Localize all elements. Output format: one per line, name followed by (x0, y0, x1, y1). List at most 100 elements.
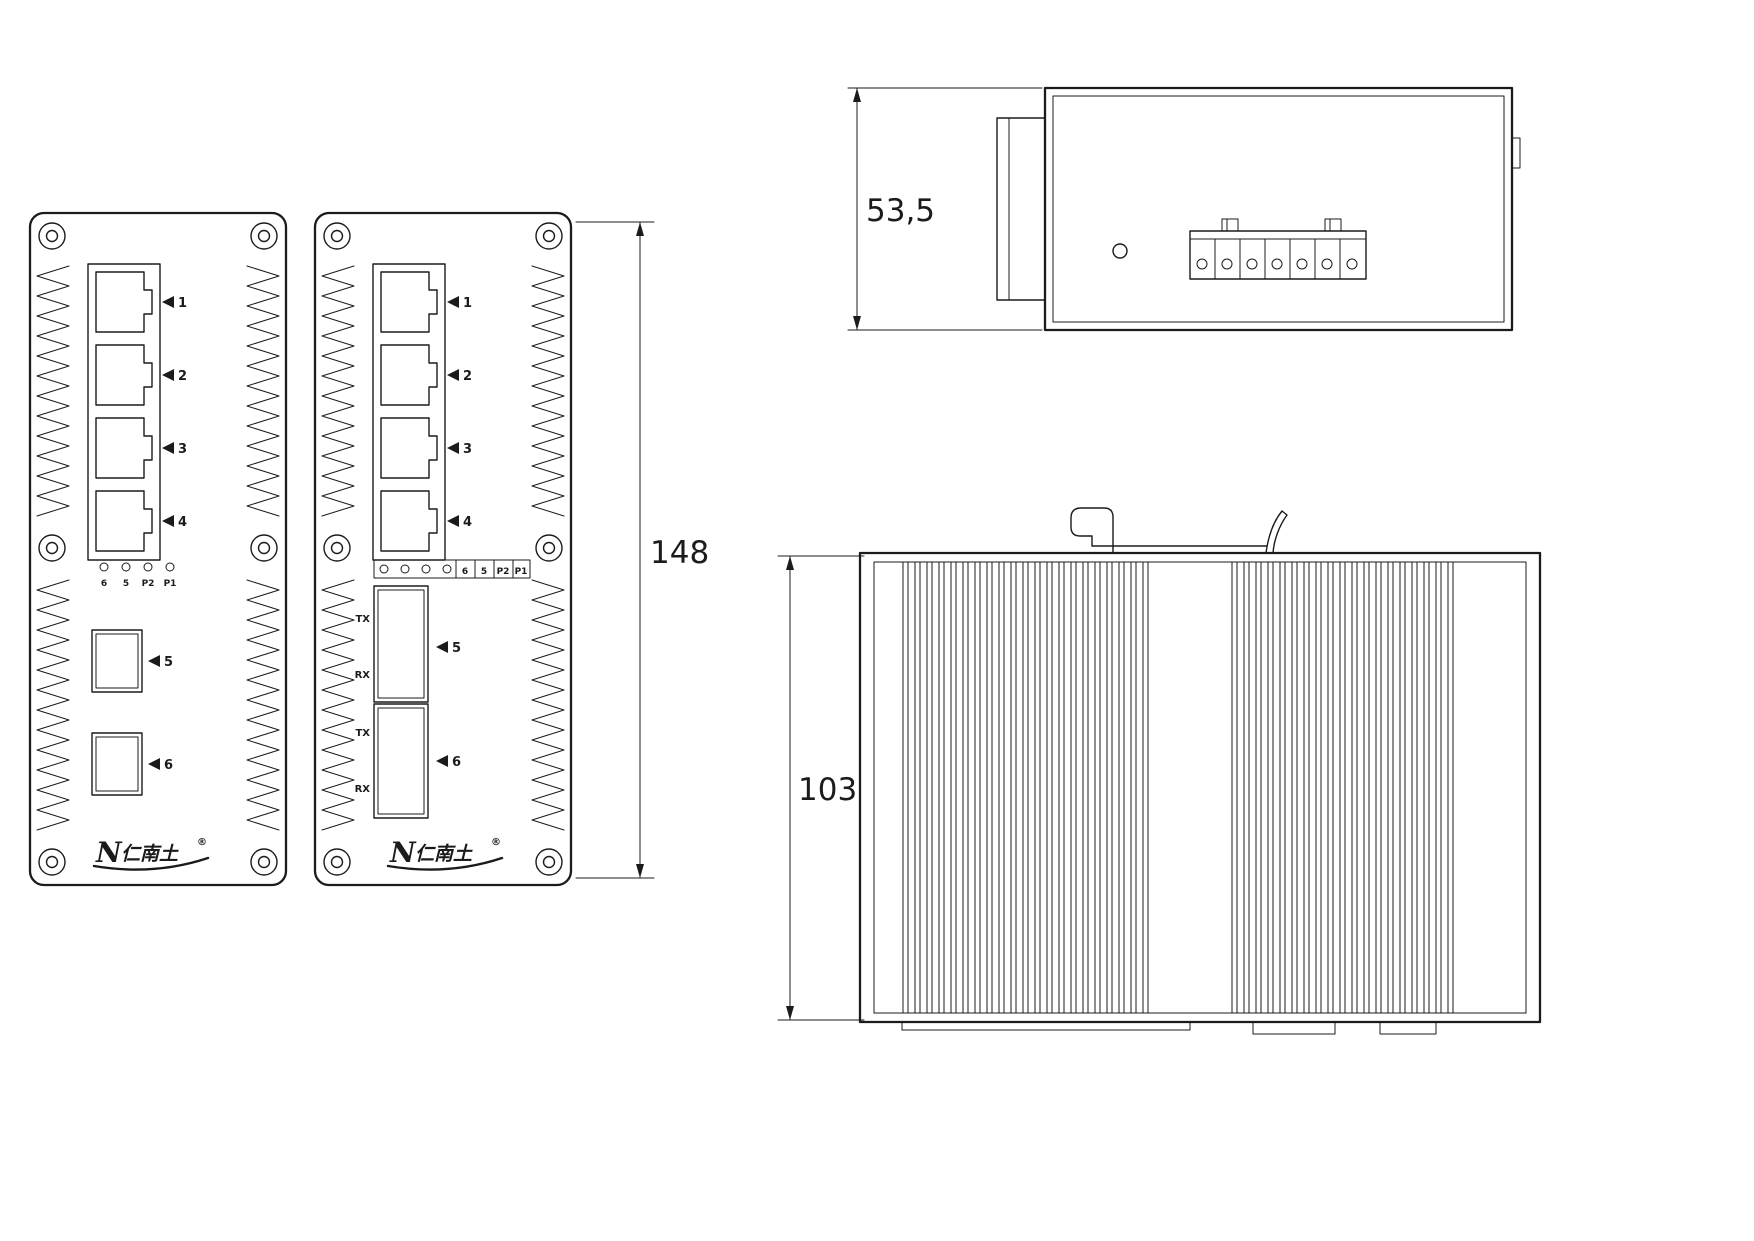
rj45-port (380, 417, 438, 479)
din-clip-hook (1070, 507, 1267, 554)
port-arrow-icon (447, 442, 459, 454)
port-arrow-icon (148, 655, 160, 667)
top-view-body (1043, 86, 1514, 332)
rj45-port (95, 417, 153, 479)
heatsink-fins (36, 265, 280, 831)
rj45-ports (380, 271, 438, 552)
port-arrow-icon (162, 296, 174, 308)
port-label: 5 (164, 655, 173, 670)
port-label: 4 (178, 515, 187, 530)
arrowhead-icon (636, 864, 644, 878)
led-label: 5 (481, 567, 487, 577)
led-label: P2 (142, 579, 155, 589)
logo-text: 仁南土 (415, 843, 473, 865)
port-label: 5 (452, 641, 461, 656)
foot (901, 1021, 1191, 1031)
led-label: P1 (164, 579, 177, 589)
foot (1379, 1021, 1437, 1035)
rj45-port (380, 344, 438, 406)
terminal-block-outline (1189, 230, 1367, 280)
led-strip-outline (373, 559, 531, 579)
din-rail-clip (1070, 507, 1288, 554)
port-label: 3 (178, 442, 187, 457)
port-label: 4 (463, 515, 472, 530)
led-indicator (400, 564, 410, 574)
rj45-port (380, 490, 438, 552)
terminal-tab (1221, 218, 1239, 232)
dimension-value: 148 (650, 535, 709, 571)
led-hole (1112, 243, 1128, 259)
port-label: 1 (463, 296, 472, 311)
arrowhead-icon (636, 222, 644, 236)
port-arrow-icon (436, 755, 448, 767)
fiber-port-inner (377, 589, 425, 699)
port-arrow-icon (447, 296, 459, 308)
sfp-port (91, 629, 143, 693)
tx-label: TX (355, 614, 370, 625)
dimension-value: 103 (798, 772, 857, 808)
brand-logo: N 仁南土 ® (386, 836, 504, 871)
arrowhead-icon (853, 88, 861, 102)
fiber-port-inner (377, 707, 425, 815)
led-indicator (165, 562, 175, 572)
tx-label: TX (355, 728, 370, 739)
side-view-body (858, 551, 1542, 1024)
panel-outline (28, 211, 288, 887)
led-label: 5 (123, 579, 129, 589)
din-clip-latch (1265, 510, 1288, 554)
fiber-port (373, 585, 429, 703)
rx-label: RX (355, 784, 371, 795)
side-view: 103 (777, 507, 1542, 1035)
port-arrow-icon (148, 758, 160, 770)
rj45-ports (95, 271, 153, 552)
led-indicator (121, 562, 131, 572)
top-view-body-inner (1052, 95, 1505, 323)
terminal-block (1189, 218, 1367, 280)
port-arrow-icon (162, 515, 174, 527)
brand-logo: N 仁南土 ® (92, 836, 210, 871)
sfp-port (91, 732, 143, 796)
port-arrow-icon (162, 442, 174, 454)
dimension-value: 53,5 (866, 193, 935, 229)
rj45-port-labels: 1 2 3 4 (162, 296, 187, 530)
logo-text: 仁南土 (121, 843, 179, 865)
bottom-feet (901, 1021, 1437, 1035)
dimension-front-height: 148 (575, 221, 709, 879)
port-label: 6 (164, 758, 173, 773)
led-indicator (99, 562, 109, 572)
fiber-port (373, 703, 429, 819)
mounting-screws (323, 222, 563, 876)
logo-letter: N (95, 836, 123, 869)
led-indicators: 6 5 P2 P1 (99, 562, 177, 589)
port-label: 3 (463, 442, 472, 457)
rj45-port (380, 271, 438, 333)
din-clip-side (996, 117, 1046, 301)
led-label: P2 (497, 567, 510, 577)
logo-letter: N (389, 836, 417, 869)
fiber-ports: TX RX TX RX 5 6 (355, 585, 461, 819)
rx-label: RX (355, 670, 371, 681)
dimension-top-depth: 53,5 (847, 87, 1043, 331)
rj45-port (95, 344, 153, 406)
mounting-screws (38, 222, 278, 876)
registered-mark: ® (197, 837, 207, 848)
registered-mark: ® (491, 837, 501, 848)
side-tab (1511, 137, 1521, 169)
rj45-port-labels: 1 2 3 4 (447, 296, 472, 530)
port-arrow-icon (436, 641, 448, 653)
logo-underline (92, 856, 210, 871)
logo-underline (386, 856, 504, 871)
led-indicator (442, 564, 452, 574)
foot (1252, 1021, 1336, 1035)
rj45-port (95, 490, 153, 552)
led-indicator (143, 562, 153, 572)
led-label: P1 (515, 567, 528, 577)
port-label: 2 (178, 369, 187, 384)
port-label: 1 (178, 296, 187, 311)
sfp-port-inner (95, 736, 139, 792)
heatsink-fins-side (902, 561, 1454, 1014)
panel-outline (313, 211, 573, 887)
port-arrow-icon (447, 369, 459, 381)
